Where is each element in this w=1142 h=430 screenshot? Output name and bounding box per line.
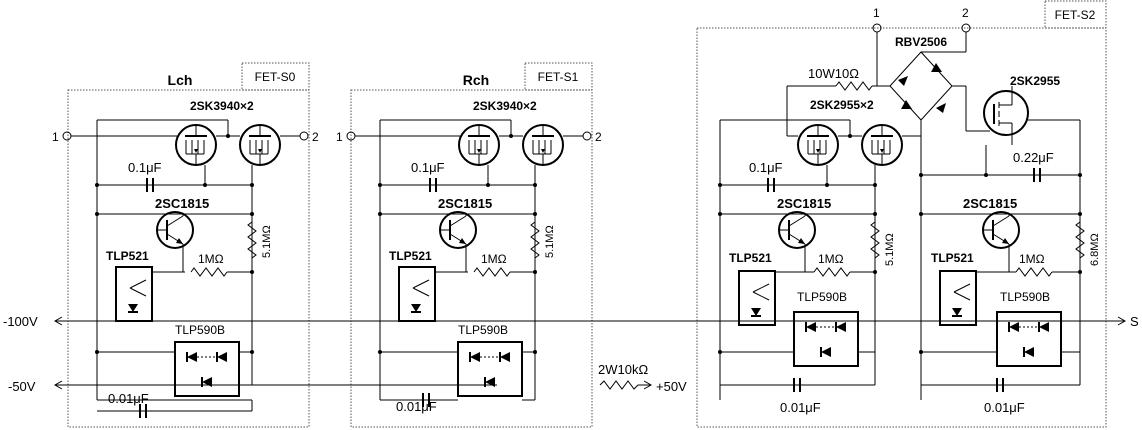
s2-mosfet-single-label: 2SK2955 [1010, 74, 1060, 88]
s0-resistor-v-label: 5.1MΩ [261, 225, 273, 258]
s2-bridge-label: RBV2506 [895, 35, 947, 49]
series-resistor-2w10k [599, 380, 653, 390]
s2-tlp590b-right [996, 311, 1062, 367]
fet-s1-circuit: 1 2 0.1μF 2SK3940×2 2SC1815 1MΩ 5.1MΩ [336, 99, 602, 414]
s2-pv-left-label: TLP590B [797, 290, 847, 304]
s2-transistor-right-label: 2SC1815 [963, 196, 1017, 211]
s2-cap-right-top-label: 0.22μF [1013, 150, 1054, 165]
s2-tlp521-left [738, 270, 776, 326]
fet-s1-name-box [524, 62, 593, 91]
s2-cap-left-top-label: 0.1μF [749, 160, 783, 175]
s2-opto-right-label: TLP521 [931, 251, 974, 265]
series-resistor-label: 2W10kΩ [598, 362, 648, 377]
s0-resistor-h-label: 1MΩ [198, 252, 224, 266]
s2-mosfet-1 [797, 124, 839, 166]
s2-mosfet-single [983, 90, 1029, 136]
s0-cap-top-label: 0.1μF [128, 160, 162, 175]
s2-tlp590b-left [793, 311, 859, 367]
s1-terminal-2-label: 2 [595, 130, 602, 144]
s1-cap-bottom-label: 0.01μF [396, 399, 437, 414]
s2-resistor-v-left-label: 5.1MΩ [884, 233, 896, 266]
s2-resistor-h-left [813, 267, 851, 277]
s2-resistor-v-right-label: 6.8MΩ [1089, 233, 1101, 266]
s0-transistor [156, 211, 194, 249]
s2-terminal-1-label: 1 [873, 6, 880, 20]
s1-pv-label: TLP590B [458, 323, 508, 337]
s1-resistor-v-label: 5.1MΩ [544, 225, 556, 258]
s2-mosfet-2 [861, 124, 903, 166]
fet-s0-name: FET-S0 [255, 70, 296, 84]
s2-resistor-v-left [870, 221, 880, 259]
lch-label: Lch [168, 72, 193, 88]
s2-cap-bottom-left-label: 0.01μF [780, 400, 821, 415]
s0-mosfet-1 [175, 124, 217, 166]
s0-resistor-51m [247, 221, 257, 259]
s2-resistor-h-right-label: 1MΩ [1019, 252, 1045, 266]
s1-tlp590b [457, 341, 523, 397]
fet-s2-board [696, 27, 1107, 428]
fet-s0-board [67, 89, 310, 428]
s1-resistor-1m [473, 267, 511, 277]
s2-resistor-h-right [1015, 267, 1053, 277]
minus50-label: -50V [8, 379, 36, 394]
s0-resistor-1m [190, 267, 228, 277]
s2-resistor-series-label: 10W10Ω [808, 66, 859, 81]
s0-tlp590b [174, 341, 240, 397]
s0-terminal-1 [62, 131, 72, 141]
s0-transistor-label: 2SC1815 [155, 196, 209, 211]
fet-s1-name: FET-S1 [538, 70, 579, 84]
fet-s0-name-box [241, 62, 310, 91]
fet-s2-circuit: 1 2 RBV2506 10W10Ω 2SK2955×2 [718, 6, 1101, 415]
s0-mosfet-2 [239, 124, 281, 166]
s0-terminal-2 [299, 131, 309, 141]
s2-resistor-v-right [1075, 221, 1085, 259]
s1-tlp521 [398, 266, 436, 322]
minus100-label: -100V [3, 314, 38, 329]
s2-terminal-2 [961, 23, 971, 33]
s1-mosfet-2 [522, 124, 564, 166]
s0-terminal-2-label: 2 [312, 130, 319, 144]
s1-mosfet-1 [458, 124, 500, 166]
fet-s1-board [350, 89, 593, 428]
rch-label: Rch [463, 72, 489, 88]
s0-mosfet-label: 2SK3940×2 [190, 99, 254, 113]
s2-transistor-right [982, 211, 1020, 249]
s2-opto-left-label: TLP521 [729, 251, 772, 265]
s0-terminal-1-label: 1 [52, 130, 59, 144]
s0-cap-bottom-label: 0.01μF [108, 391, 149, 406]
s2-pv-right-label: TLP590B [1000, 290, 1050, 304]
s1-resistor-h-label: 1MΩ [481, 252, 507, 266]
s2-transistor-left-label: 2SC1815 [777, 196, 831, 211]
signal-label: S [1130, 314, 1139, 329]
s2-resistor-10w10 [835, 81, 873, 91]
s0-pv-label: TLP590B [175, 323, 225, 337]
s2-bridge-rectifier [889, 51, 953, 121]
s2-tlp521-right [939, 270, 977, 326]
s1-resistor-51m [530, 221, 540, 259]
fet-s2-name: FET-S2 [1055, 8, 1096, 22]
s1-terminal-1-label: 1 [336, 130, 343, 144]
s0-tlp521 [115, 266, 153, 322]
s2-terminal-2-label: 2 [962, 6, 969, 20]
s2-transistor-left [778, 211, 816, 249]
s2-resistor-h-left-label: 1MΩ [818, 252, 844, 266]
fet-s2-name-box [1044, 0, 1107, 29]
s0-opto-label: TLP521 [106, 249, 149, 263]
plus50-label: +50V [656, 379, 687, 394]
s1-transistor [439, 211, 477, 249]
s1-cap-top-label: 0.1μF [411, 160, 445, 175]
s2-mosfet-pair-label: 2SK2955×2 [810, 98, 874, 112]
s1-mosfet-label: 2SK3940×2 [473, 99, 537, 113]
s2-cap-bottom-right-label: 0.01μF [984, 400, 1025, 415]
s1-terminal-2 [582, 131, 592, 141]
s1-opto-label: TLP521 [389, 249, 432, 263]
s1-transistor-label: 2SC1815 [438, 196, 492, 211]
fet-s0-circuit: 1 2 0.1μF 2SK3940×2 2SC1815 1MΩ 5.1MΩ [52, 99, 319, 419]
